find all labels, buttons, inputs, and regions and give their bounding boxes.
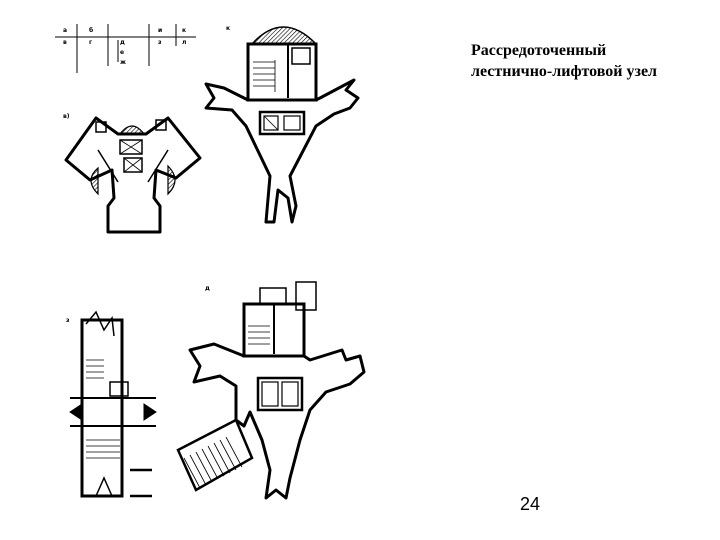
page-number: 24: [519, 494, 541, 514]
caption-line-1: Рассредоточенный: [471, 42, 607, 59]
legend-g: г: [89, 39, 92, 46]
plan-z-label: з: [66, 317, 70, 324]
legend-a: а: [63, 27, 67, 34]
plan-v: в): [63, 113, 202, 234]
caption-line-2: лестнично-лифтовой узел: [471, 63, 658, 80]
legend-b: б: [89, 27, 93, 34]
legend-v: в: [63, 39, 67, 46]
legend-e: е: [120, 49, 124, 56]
plan-d: д: [176, 281, 366, 500]
legend-l: л: [182, 39, 186, 46]
legend-zh: ж: [120, 59, 126, 66]
plan-k: к: [204, 25, 360, 224]
plan-z: з: [66, 310, 157, 498]
plan-v-label: в): [63, 113, 70, 120]
legend-k: к: [182, 27, 186, 34]
plan-d-label: д: [205, 285, 210, 292]
legend-d: д: [120, 39, 125, 46]
legend-z: з: [158, 39, 162, 46]
legend-i: и: [158, 27, 162, 34]
legend-grid: [55, 24, 196, 73]
slide-caption: Рассредоточенный лестнично-лифтовой узел: [471, 40, 701, 82]
legend-labels: а б и к в г д з л е ж: [63, 27, 186, 66]
plan-k-label: к: [226, 25, 230, 32]
